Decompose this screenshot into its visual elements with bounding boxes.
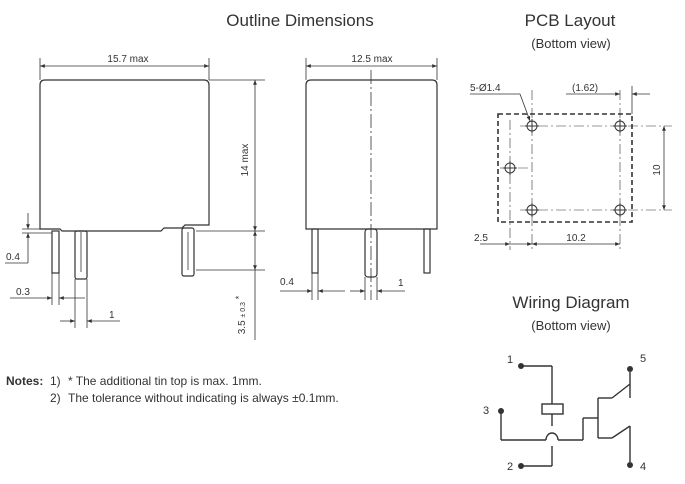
- wiring-schematic: [500, 365, 631, 467]
- pcb-holes-label: 5-Ø1.4: [470, 83, 501, 94]
- pcb-dim-102-label: 10.2: [566, 233, 586, 244]
- pin-5-label: 5: [640, 353, 646, 365]
- wiring-terminals: [498, 363, 633, 469]
- pcb-subtitle: (Bottom view): [531, 36, 610, 51]
- dim-depth-label: 12.5 max: [351, 54, 392, 65]
- note-1-text: * The additional tin top is max. 1mm.: [68, 374, 262, 388]
- wiring-subtitle: (Bottom view): [531, 318, 610, 333]
- pcb-footprint: [497, 90, 672, 250]
- pcb-dim-162-label: (1.62): [572, 83, 598, 94]
- terminal-5: [627, 366, 633, 372]
- dim-03-label: 0.3: [16, 287, 30, 298]
- wiring-title: Wiring Diagram: [512, 293, 629, 312]
- side-dimension-lines: [280, 58, 438, 300]
- dim-04-left-label: 0.4: [6, 252, 20, 263]
- pcb-title: PCB Layout: [525, 11, 616, 30]
- pcb-dim-10-label: 10: [652, 164, 663, 176]
- outline-title: Outline Dimensions: [226, 11, 373, 30]
- dim-1-left-label: 1: [109, 310, 115, 321]
- terminal-3: [498, 408, 504, 414]
- pin-4-label: 4: [640, 461, 646, 473]
- dim-height-label: 14 max: [240, 144, 251, 177]
- svg-text:3.5 ± 0.3 *: 3.5 ± 0.3 *: [234, 295, 248, 334]
- relay-front-view: [39, 79, 210, 280]
- pin-1-label: 1: [507, 354, 513, 366]
- front-dimension-lines: [5, 58, 265, 340]
- note-2-prefix: 2): [50, 391, 61, 405]
- pin-2-label: 2: [507, 461, 513, 473]
- dim-04-right-label: 0.4: [280, 277, 294, 288]
- note-2-text: The tolerance without indicating is alwa…: [68, 391, 339, 405]
- dim-pin-length: 3.5 ± 0.3 *: [234, 295, 248, 334]
- notes-label: Notes:: [6, 374, 43, 388]
- dim-width-label: 15.7 max: [107, 54, 148, 65]
- pcb-dim-25-label: 2.5: [474, 233, 488, 244]
- dim-1-right-label: 1: [398, 278, 404, 289]
- pin-3-label: 3: [483, 405, 489, 417]
- relay-side-view: [305, 79, 438, 278]
- note-1-prefix: 1): [50, 374, 61, 388]
- terminal-4: [627, 462, 633, 468]
- terminal-1: [518, 363, 524, 369]
- terminal-2: [518, 463, 524, 469]
- pcb-dimension-lines: [470, 86, 666, 246]
